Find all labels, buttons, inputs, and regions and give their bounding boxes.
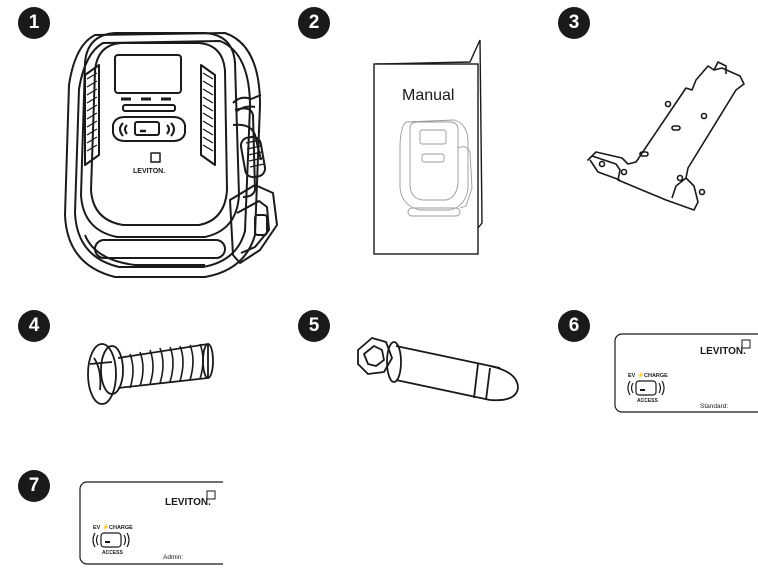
part-number-badge-7: 7: [18, 470, 50, 502]
part-number-badge-3: 3: [558, 7, 590, 39]
card-logo-text: LEVITON.: [700, 346, 746, 357]
mounting-bracket-illustration: [587, 61, 745, 211]
part-number-badge-5: 5: [298, 310, 330, 342]
charging-station-illustration: LEVITON.: [64, 32, 278, 278]
card-standard-label: Standard:: [700, 403, 728, 410]
manual-illustration: Manual: [373, 39, 483, 255]
card-lightning-icon: ⚡: [102, 523, 109, 531]
part-number-badge-1: 1: [18, 7, 50, 39]
card-access-label: ACCESS: [637, 398, 659, 404]
anchor-bolt-illustration: [357, 337, 519, 402]
manual-title: Manual: [402, 87, 454, 104]
card-contactless-icon: [92, 532, 130, 548]
admin-access-card: LEVITON. EV ⚡ CHARGE ACCESS Admin:: [79, 481, 223, 565]
part-number-badge-2: 2: [298, 7, 330, 39]
card-contactless-icon: [627, 380, 665, 396]
card-charge-label: CHARGE: [109, 525, 133, 531]
station-logo-text: LEVITON.: [133, 168, 165, 175]
screw-illustration: [87, 342, 214, 405]
card-access-label: ACCESS: [102, 550, 124, 556]
card-charge-label: CHARGE: [644, 373, 668, 379]
card-admin-label: Admin:: [163, 554, 183, 561]
card-logo-text: LEVITON.: [165, 497, 211, 508]
part-number-badge-4: 4: [18, 310, 50, 342]
card-ev-label: EV: [93, 525, 101, 531]
part-number-badge-6: 6: [558, 310, 590, 342]
card-ev-label: EV: [628, 373, 636, 379]
standard-access-card: LEVITON. EV ⚡ CHARGE ACCESS Standard:: [614, 333, 758, 413]
card-lightning-icon: ⚡: [637, 371, 644, 379]
